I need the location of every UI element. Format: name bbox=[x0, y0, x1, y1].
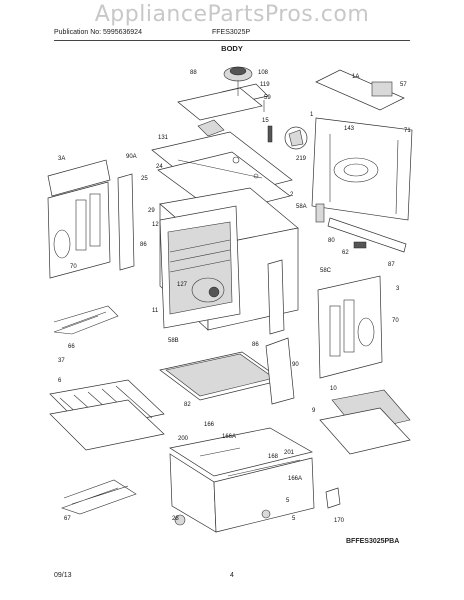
part-labels: 88 108 119 59 131 15 219 24 1A 57 143 1 … bbox=[58, 70, 411, 524]
drawer-frame bbox=[169, 427, 315, 533]
publication-number: Publication No: 5995636924 bbox=[54, 29, 142, 36]
part-label: 11 bbox=[152, 308, 159, 314]
header-rule bbox=[54, 40, 410, 41]
part-label: 70 bbox=[70, 264, 77, 270]
part-label: 10 bbox=[330, 386, 337, 392]
section-title: BODY bbox=[221, 44, 243, 53]
diagram-code: BFFES3025PBA bbox=[346, 538, 400, 545]
part-label: 6 bbox=[58, 378, 62, 384]
part-label: 80 bbox=[328, 238, 335, 244]
broil-element bbox=[53, 305, 119, 335]
page-number: 4 bbox=[230, 572, 234, 579]
bracket-callout bbox=[267, 125, 308, 150]
part-label: 166 bbox=[204, 422, 215, 428]
broil-pan bbox=[319, 389, 411, 455]
part-label: 66 bbox=[68, 344, 75, 350]
part-label: 108 bbox=[258, 70, 269, 76]
part-label: 131 bbox=[158, 135, 169, 141]
part-label: 166A bbox=[222, 434, 236, 440]
part-label: 58B bbox=[168, 338, 179, 344]
part-label: 24 bbox=[156, 164, 163, 170]
part-label: 86 bbox=[140, 242, 147, 248]
leveling-leg bbox=[174, 514, 186, 526]
part-label: 86 bbox=[252, 342, 259, 348]
part-label: 15 bbox=[262, 118, 269, 124]
model-number: FFES3025P bbox=[212, 29, 251, 36]
part-label: 168 bbox=[268, 454, 279, 460]
part-label: 3A bbox=[58, 156, 65, 162]
part-label: 5 bbox=[286, 498, 290, 504]
rear-rail bbox=[315, 203, 407, 253]
part-label: 170 bbox=[334, 518, 345, 524]
footer-date: 09/13 bbox=[54, 572, 72, 579]
part-label: 119 bbox=[260, 82, 270, 88]
part-label: 1 bbox=[310, 112, 314, 118]
part-label: 57 bbox=[400, 82, 407, 88]
part-label: 9 bbox=[312, 408, 316, 414]
part-label: 58A bbox=[296, 204, 307, 210]
part-label: 2 bbox=[290, 192, 294, 198]
part-label: 70 bbox=[392, 318, 399, 324]
part-label: 1A bbox=[352, 74, 359, 80]
part-label: 200 bbox=[178, 436, 189, 442]
part-label: 219 bbox=[296, 156, 307, 162]
part-label: 143 bbox=[344, 126, 355, 132]
part-label: 3 bbox=[396, 286, 400, 292]
oven-racks bbox=[49, 379, 165, 451]
part-label: 71 bbox=[404, 128, 411, 134]
oven-bottom bbox=[159, 337, 295, 405]
part-label: 127 bbox=[177, 282, 188, 288]
part-label: 201 bbox=[284, 450, 295, 456]
part-label: 12 bbox=[152, 222, 159, 228]
part-label: 62 bbox=[342, 250, 349, 256]
side-insulation bbox=[267, 259, 285, 335]
part-label: 59 bbox=[264, 95, 271, 101]
convection-fan-assembly bbox=[177, 66, 269, 137]
part-label: 90 bbox=[292, 362, 299, 368]
part-label: 67 bbox=[64, 516, 71, 522]
watermark: AppliancePartsPros.com bbox=[94, 2, 370, 27]
part-label: 5 bbox=[292, 516, 296, 522]
part-label: 58C bbox=[320, 268, 332, 274]
bake-element bbox=[61, 479, 137, 515]
left-side-panel bbox=[47, 159, 135, 279]
rear-panel-assembly bbox=[311, 69, 413, 221]
right-side-panel bbox=[317, 275, 383, 379]
leveling-leg bbox=[261, 509, 271, 519]
part-label: 37 bbox=[58, 358, 65, 364]
part-label: 87 bbox=[388, 262, 395, 268]
part-label: 82 bbox=[184, 402, 191, 408]
part-label: 166A bbox=[288, 476, 302, 482]
anti-tip-bracket bbox=[325, 487, 341, 509]
part-label: 28 bbox=[172, 516, 179, 522]
part-label: 25 bbox=[141, 176, 148, 182]
part-label: 29 bbox=[148, 208, 155, 214]
part-label: 90A bbox=[126, 154, 137, 160]
part-label: 88 bbox=[190, 70, 197, 76]
oven-cavity bbox=[159, 187, 299, 331]
